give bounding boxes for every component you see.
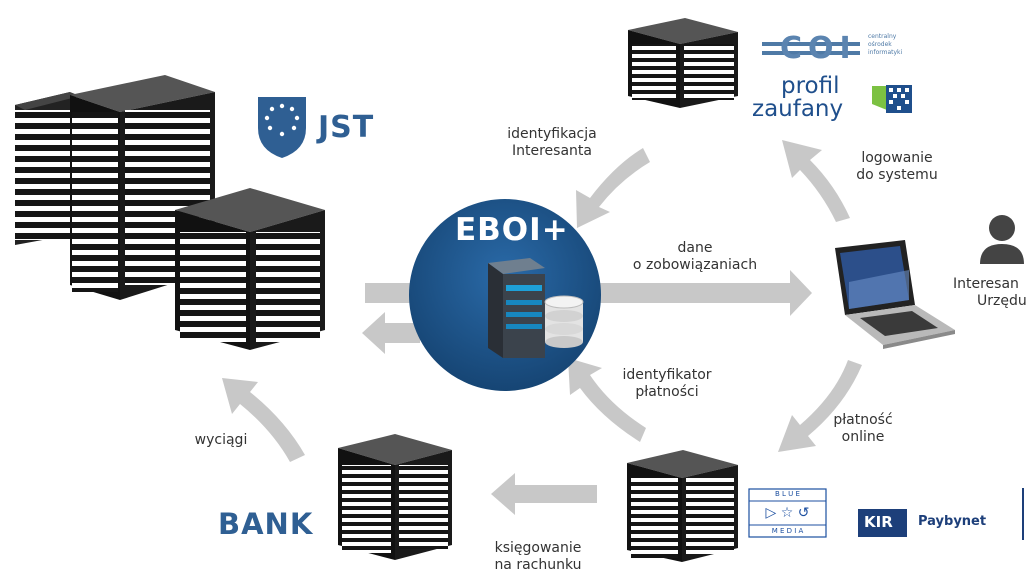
logo-divider — [1022, 488, 1024, 540]
arrow-statements — [222, 378, 305, 462]
coi-logo-text: COI — [780, 31, 857, 66]
arrow-to-jst — [362, 312, 420, 354]
coi-subtitle: centralny ośrodek informatyki — [868, 33, 903, 56]
laptop-icon — [835, 240, 955, 349]
hub-title: EBOI+ — [455, 212, 569, 248]
arrow-booking — [491, 473, 597, 515]
profil-zaufany-icon — [872, 85, 912, 113]
paybynet-text: Paybynet — [918, 514, 987, 529]
eboi-hub — [409, 199, 601, 391]
kir-logo — [858, 509, 907, 537]
zaufany-text: zaufany — [752, 96, 844, 122]
bank-label: BANK — [218, 507, 314, 541]
profil-text: profil — [781, 73, 840, 99]
coi-logo — [762, 42, 860, 55]
eu-emblem-icon — [258, 97, 306, 158]
jst-label: JST — [318, 110, 375, 145]
server-icon — [488, 258, 545, 358]
arrow-login — [782, 140, 850, 222]
bluemedia-symbols: ▷ ☆ ↺ — [765, 505, 810, 521]
arrow-payment-online — [778, 360, 862, 452]
jst-building-group — [15, 75, 325, 350]
building-icon — [15, 92, 80, 245]
bluemedia-bottom: M E D I A — [771, 527, 804, 535]
kir-text: KIR — [864, 513, 893, 531]
database-icon — [544, 295, 584, 348]
bluemedia-logo — [748, 488, 827, 538]
coi-building-icon — [628, 18, 738, 108]
arrow-payment-id — [568, 358, 646, 442]
bluemedia-top: B L U E — [775, 490, 800, 498]
arrow-identification — [576, 148, 650, 228]
user-icon — [980, 215, 1024, 264]
statements-label: wyciągi — [194, 432, 248, 448]
bank-building-icon — [338, 434, 452, 560]
building-icon — [175, 188, 325, 350]
payment-building-icon — [627, 450, 738, 562]
